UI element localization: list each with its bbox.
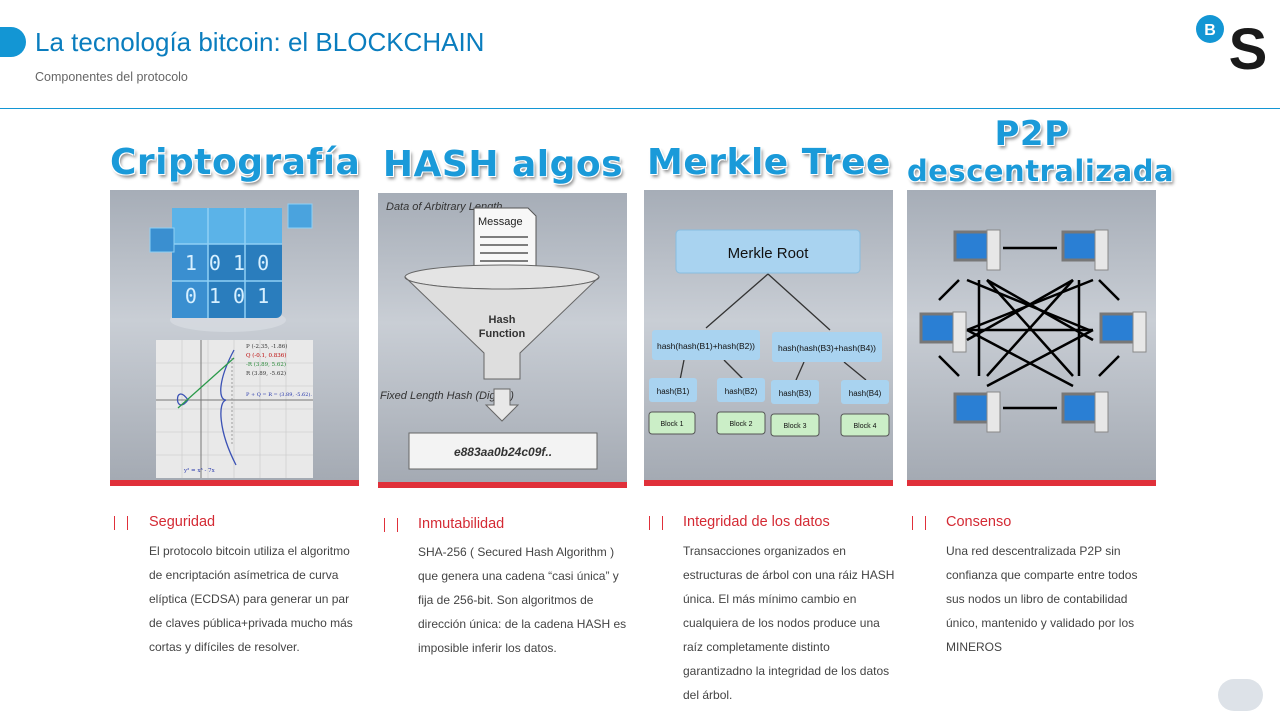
section-heading-consensus: Consenso	[946, 514, 1012, 530]
page-title: La tecnología bitcoin: el BLOCKCHAIN	[35, 27, 485, 57]
crypto-illustration: 1 0 1 0 0 1 0 1	[149, 203, 313, 478]
svg-text:Block 1: Block 1	[661, 421, 684, 428]
section-body-immutability: SHA-256 ( Secured Hash Algorithm ) que g…	[418, 545, 627, 655]
elliptic-curve-graph: P (-2.35, -1.86) Q (-0.1, 0.836) -R (3.8…	[156, 340, 313, 478]
hash-digest: e883aa0b24c09f..	[454, 445, 552, 459]
nav-pill-button[interactable]	[1218, 679, 1263, 711]
curve-label-sum: P + Q = R = (3.89, -5.62).	[246, 391, 312, 398]
curve-equation: y² = x³ - 7x	[183, 467, 216, 474]
title-tab-marker	[0, 27, 26, 57]
svg-text:Hash: Hash	[489, 314, 516, 326]
computer-icon	[1061, 229, 1109, 271]
column-title-merkle: Merkle Tree	[647, 142, 891, 183]
computer-icon	[953, 229, 1001, 271]
section-marker	[649, 516, 663, 530]
svg-text:Block 2: Block 2	[730, 421, 753, 428]
panel-p2p	[907, 190, 1156, 486]
bs-logo: B S	[1196, 15, 1268, 72]
svg-text:Message: Message	[478, 216, 523, 228]
hash-input-label: Data of Arbitrary Length	[386, 201, 502, 213]
panel-cryptography: 1 0 1 0 0 1 0 1	[110, 190, 359, 486]
message-document-icon: Message	[473, 207, 537, 272]
hash-funnel-diagram: Data of Arbitrary Length Message Hash Fu…	[380, 201, 600, 470]
section-marker	[912, 516, 926, 530]
panel-hash: Data of Arbitrary Length Message Hash Fu…	[378, 193, 627, 488]
svg-text:B: B	[1204, 22, 1216, 39]
hash-output-label: Fixed Length Hash (Digest)	[380, 390, 514, 402]
curve-label-q: Q (-0.1, 0.836)	[246, 352, 286, 359]
svg-text:0 1 0 1: 0 1 0 1	[185, 284, 269, 308]
svg-text:Block 3: Block 3	[784, 423, 807, 430]
section-body-security: El protocolo bitcoin utiliza el algoritm…	[149, 544, 353, 654]
column-title-hash: HASH algos	[382, 144, 624, 185]
svg-text:hash(hash(B1)+hash(B2)): hash(hash(B1)+hash(B2))	[657, 341, 755, 351]
down-arrow-icon	[484, 388, 520, 422]
section-marker	[114, 516, 128, 530]
section-body-consensus: Una red descentralizada P2P sin confianz…	[946, 544, 1138, 654]
svg-text:hash(B4): hash(B4)	[849, 389, 882, 398]
computer-icon	[1099, 311, 1147, 353]
section-heading-integrity: Integridad de los datos	[683, 514, 830, 530]
curve-label-r: R (3.89, -5.62)	[246, 370, 286, 377]
curve-label-p: P (-2.35, -1.86)	[246, 343, 287, 350]
computer-icon	[953, 391, 1001, 433]
column-title-cryptography: Criptografía	[110, 142, 361, 183]
binary-cube-icon: 1 0 1 0 0 1 0 1	[149, 203, 313, 332]
svg-text:hash(B1): hash(B1)	[657, 387, 690, 396]
funnel-icon: Hash Function	[404, 264, 600, 380]
merkle-tree-diagram: Merkle Root hash(hash(B1)+hash(B2)) hash…	[648, 229, 890, 437]
panel-merkle: Merkle Root hash(hash(B1)+hash(B2)) hash…	[644, 190, 893, 486]
svg-text:hash(B3): hash(B3)	[779, 389, 812, 398]
header-divider	[0, 108, 1280, 109]
computer-icon	[1061, 391, 1109, 433]
computer-icon	[919, 311, 967, 353]
column-title-p2p-line1: P2P	[994, 114, 1070, 154]
svg-text:hash(hash(B3)+hash(B4)): hash(hash(B3)+hash(B4))	[778, 343, 876, 353]
page-subtitle: Componentes del protocolo	[35, 70, 188, 84]
cube-digits: 1 0 1 0	[185, 251, 269, 275]
section-heading-immutability: Inmutabilidad	[418, 516, 505, 532]
curve-label-neg-r: -R (3.89, 5.62)	[246, 361, 286, 368]
p2p-network-diagram	[919, 229, 1147, 433]
merkle-root-label: Merkle Root	[728, 245, 810, 262]
svg-text:Function: Function	[479, 328, 526, 340]
column-title-p2p-line2: descentralizada	[907, 154, 1175, 188]
section-marker	[384, 518, 398, 532]
svg-text:S: S	[1229, 17, 1268, 72]
section-heading-security: Seguridad	[149, 514, 216, 530]
section-body-integrity: Transacciones organizados en estructuras…	[683, 544, 895, 702]
svg-text:Block 4: Block 4	[854, 423, 877, 430]
svg-text:hash(B2): hash(B2)	[725, 387, 758, 396]
